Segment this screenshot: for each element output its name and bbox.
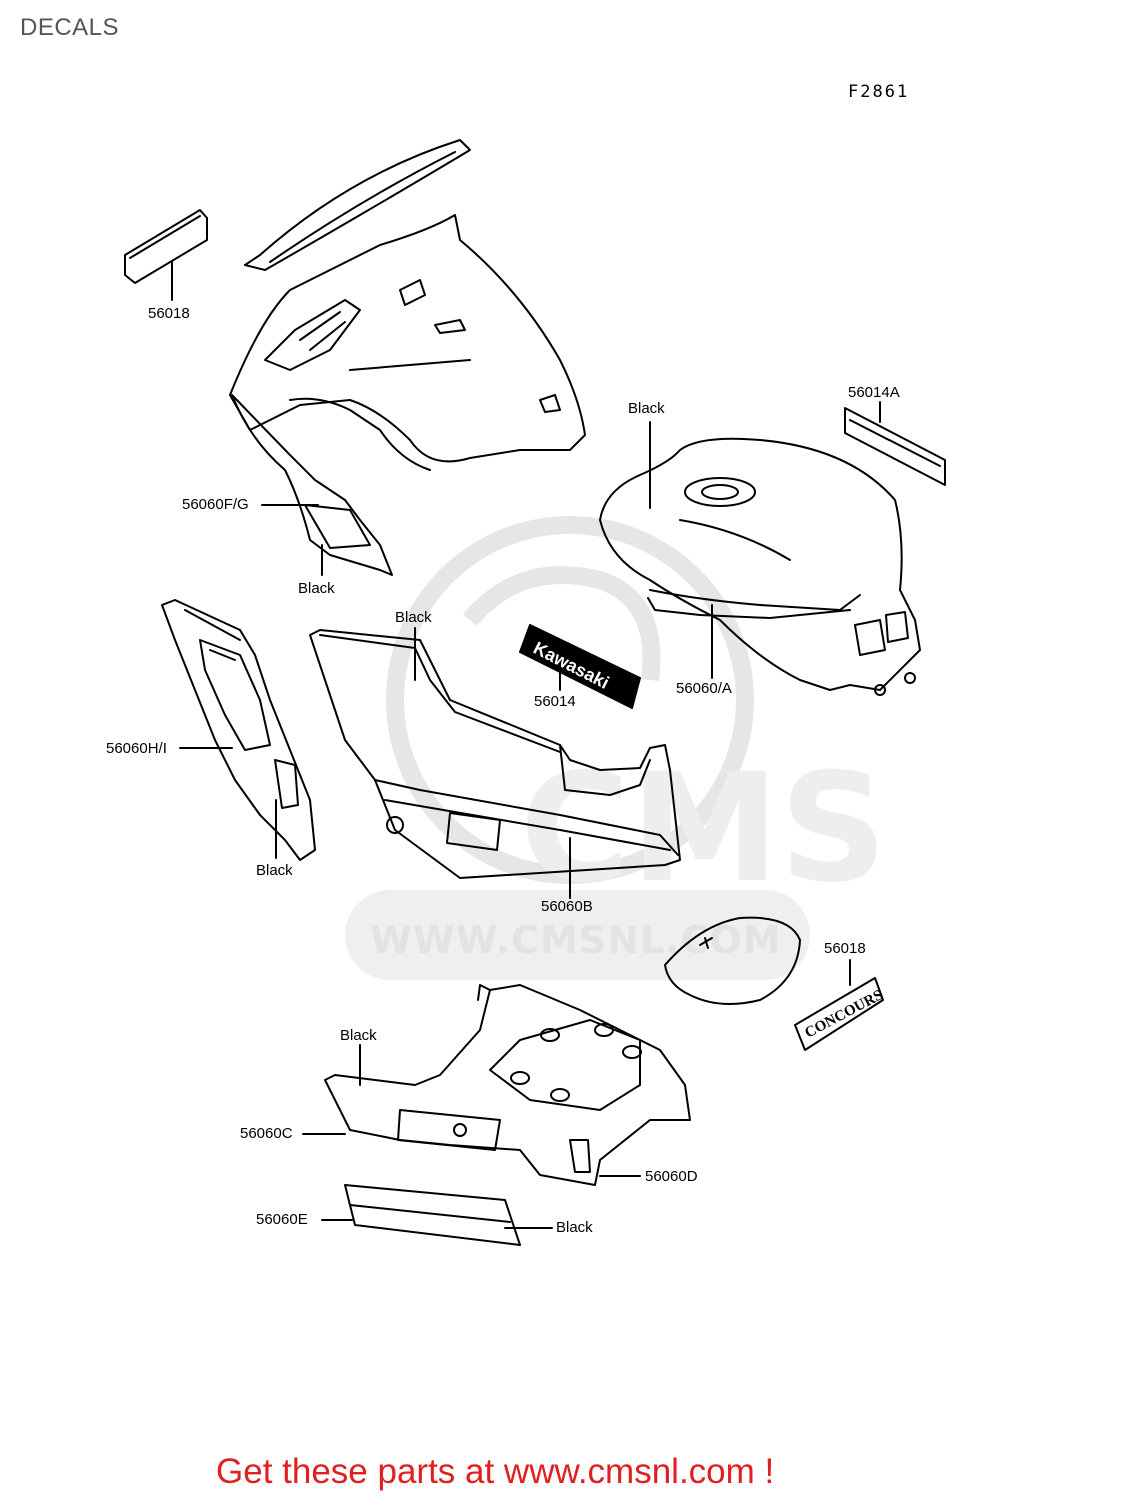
- color-label-black-sidecover: Black: [395, 609, 432, 626]
- side-cover: [309, 629, 681, 879]
- watermark-text: WWW.CMSNL.COM: [370, 918, 782, 962]
- color-label-black-tail: Black: [340, 1027, 377, 1044]
- fuel-tank: [599, 437, 921, 696]
- part-label-56060FG: 56060F/G: [182, 496, 249, 513]
- part-label-56014A: 56014A: [848, 384, 900, 401]
- watermark-logo: CMS: [520, 742, 887, 916]
- color-label-black-lowercowl: Black: [256, 862, 293, 879]
- tail-section: [324, 984, 691, 1186]
- color-label-black-tank: Black: [628, 400, 665, 417]
- figure-code: F2861: [848, 82, 910, 102]
- footer-parts-link[interactable]: Get these parts at www.cmsnl.com !: [216, 1452, 775, 1491]
- part-label-56014: 56014: [534, 693, 576, 710]
- part-label-56060B: 56060B: [541, 898, 593, 915]
- upper-fairing: [229, 214, 586, 471]
- part-label-56018-top: 56018: [148, 305, 190, 322]
- tail-strip: [344, 1184, 521, 1246]
- part-label-56060E: 56060E: [256, 1211, 308, 1228]
- part-label-56060HI: 56060H/I: [106, 740, 167, 757]
- decal-56014A: [844, 407, 946, 486]
- decal-56018-top: [124, 209, 208, 284]
- windshield: [244, 139, 471, 271]
- page-title: DECALS: [20, 14, 120, 41]
- part-label-56018-seat: 56018: [824, 940, 866, 957]
- lower-cowl: [161, 599, 316, 861]
- part-label-56060D: 56060D: [645, 1168, 698, 1185]
- fairing-side-panel: [231, 394, 393, 576]
- watermark-pill: [345, 890, 810, 980]
- seat-cushion: [664, 916, 801, 1005]
- color-label-black-fairing: Black: [298, 580, 335, 597]
- part-label-56060C: 56060C: [240, 1125, 293, 1142]
- part-label-56060A: 56060/A: [676, 680, 732, 697]
- color-label-black-tailstrip: Black: [556, 1219, 593, 1236]
- concours-decal: CONCOURS: [794, 977, 886, 1051]
